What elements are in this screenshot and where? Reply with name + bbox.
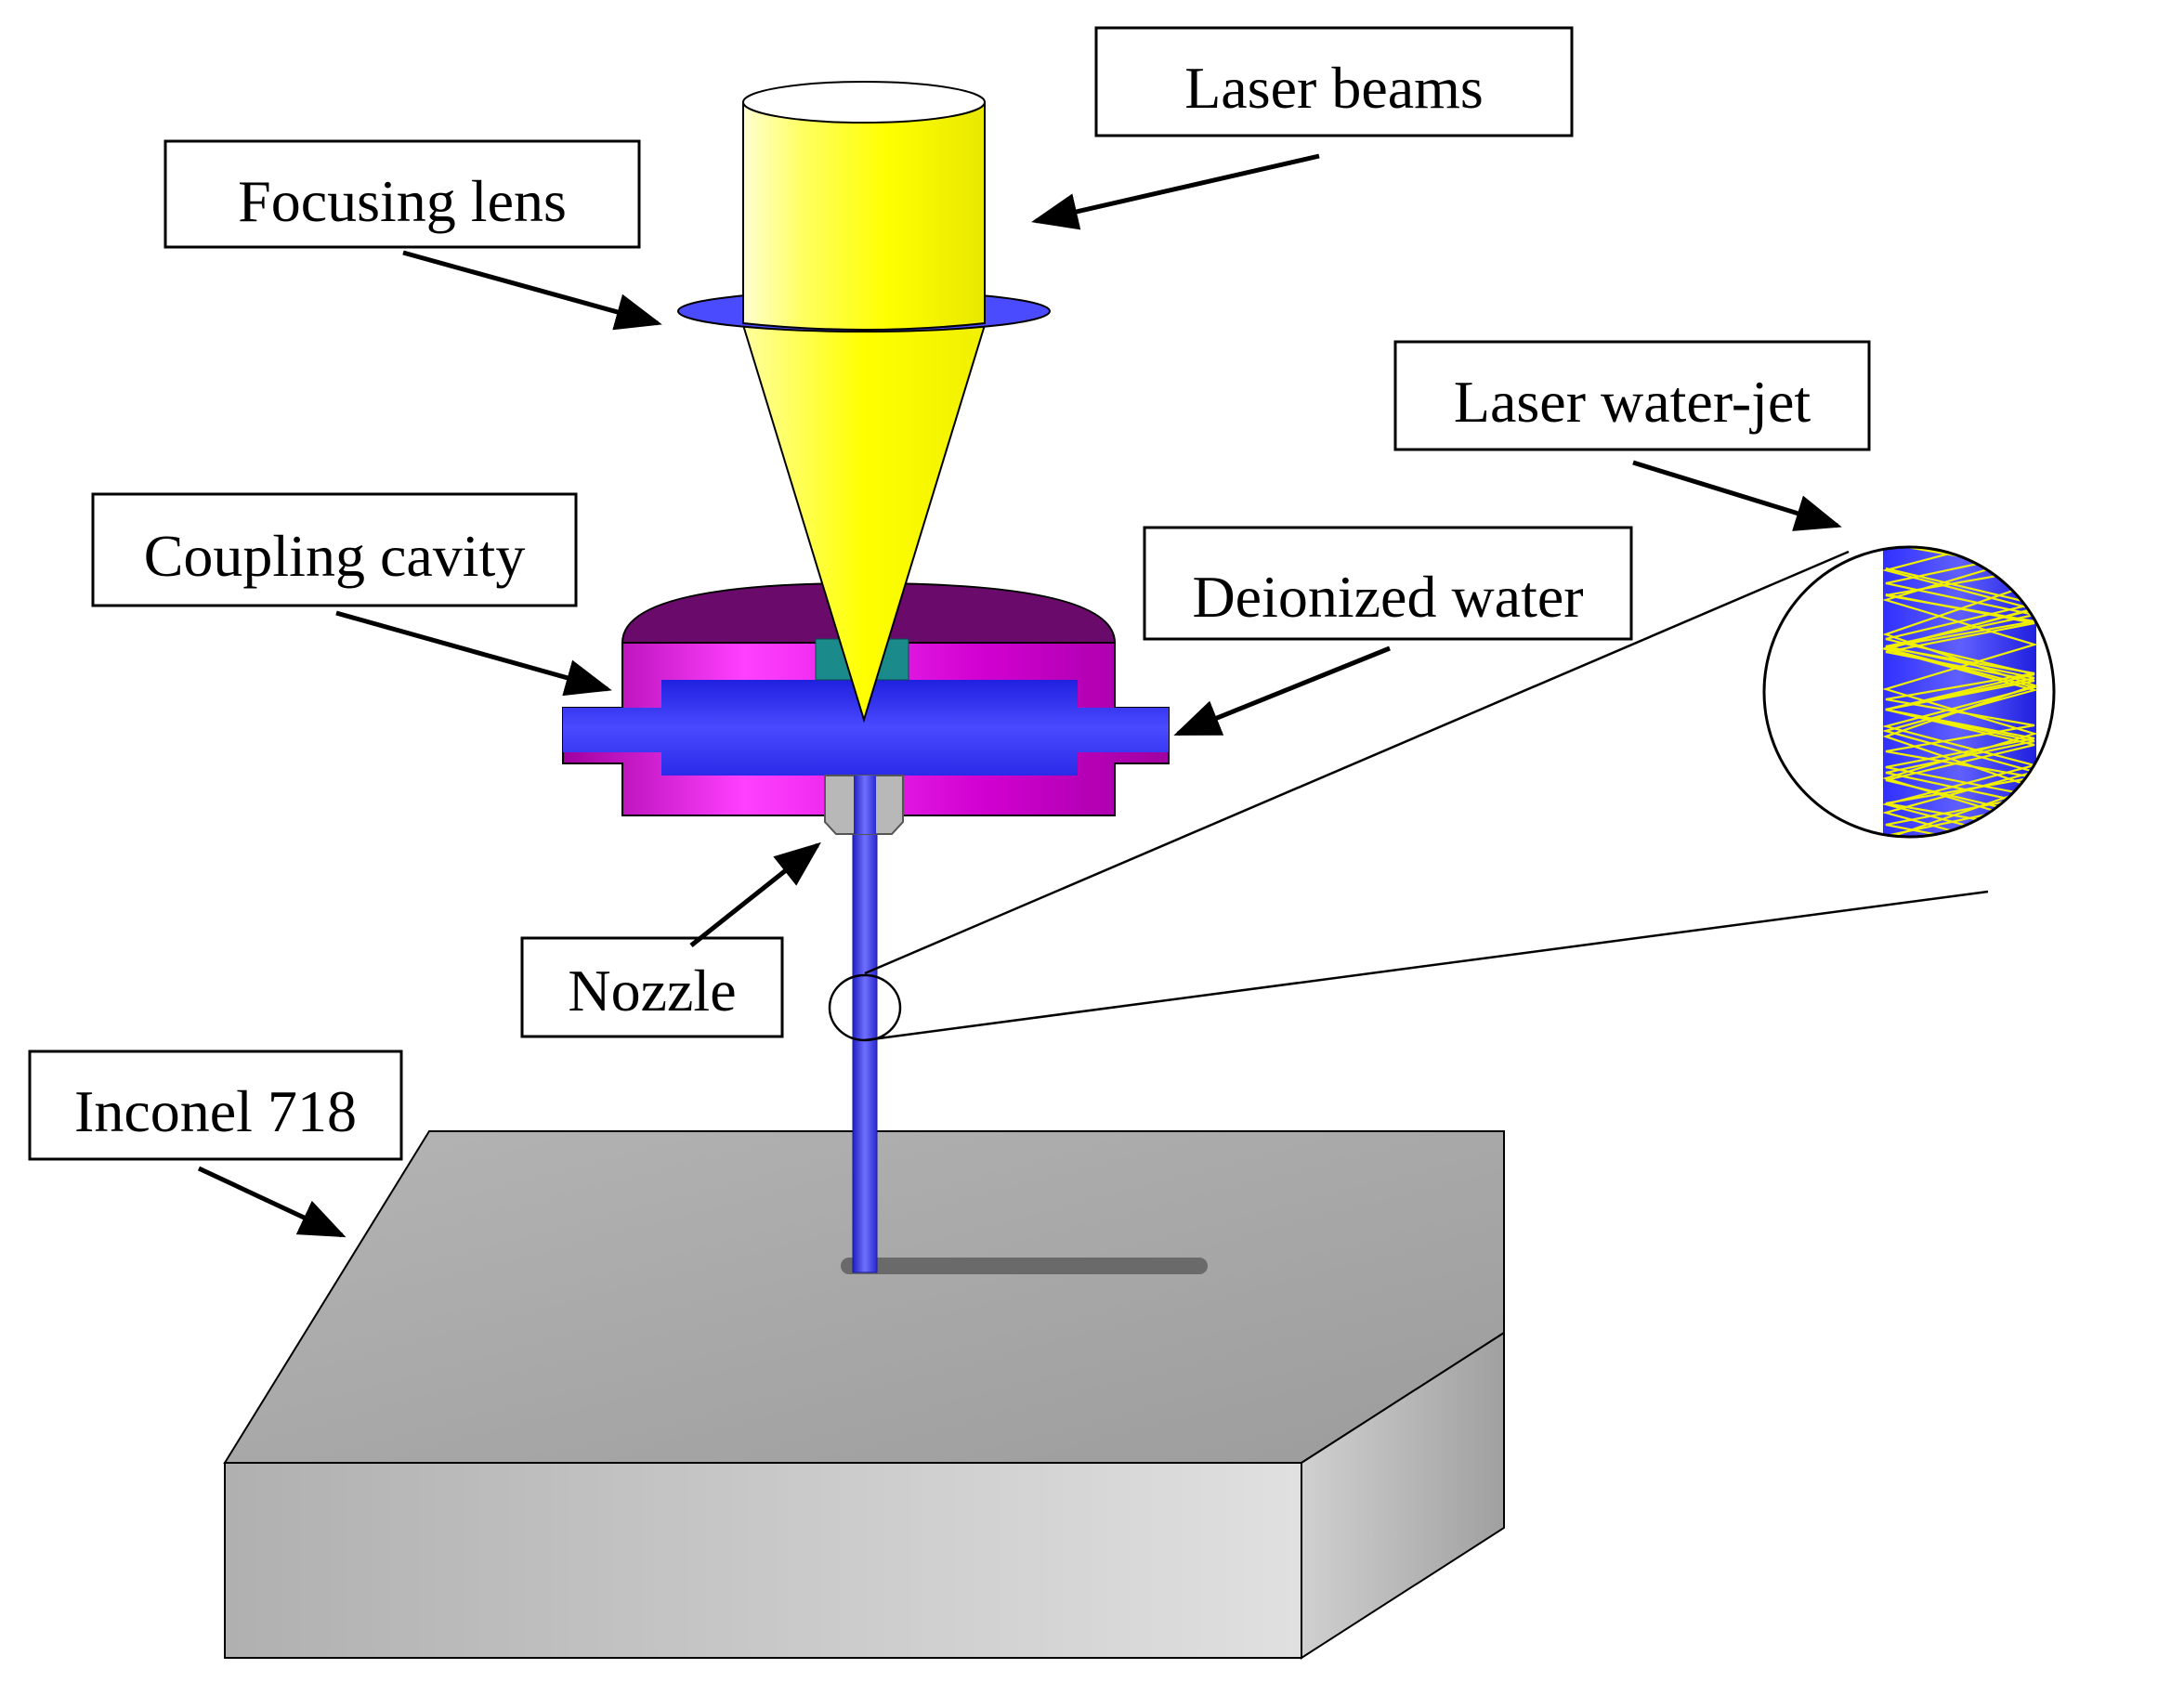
label-inconel-text: Inconel 718 — [74, 1078, 357, 1144]
label-laser-beams: Laser beams — [1094, 26, 1574, 137]
water-channel — [563, 680, 1169, 776]
coupling-cavity — [562, 581, 1170, 835]
jet-zoom-detail — [1762, 545, 2056, 839]
arrow-nozzle — [689, 841, 821, 947]
label-coupling-cavity: Coupling cavity — [91, 492, 578, 607]
zoom-line-bottom — [864, 890, 1989, 1042]
laser-beam-cylinder — [742, 81, 986, 331]
label-nozzle: Nozzle — [520, 936, 784, 1038]
label-deionized-water: Deionized water — [1143, 526, 1633, 641]
arrow-focusing-lens — [402, 250, 662, 331]
label-focusing-lens: Focusing lens — [163, 139, 641, 249]
label-laser-water-jet: Laser water-jet — [1393, 340, 1871, 451]
water-jet — [852, 765, 878, 1273]
reflection-ray — [1882, 554, 2038, 837]
arrow-coupling-cavity — [335, 610, 612, 697]
label-nozzle-text: Nozzle — [568, 958, 736, 1024]
zoom-line-top — [864, 550, 1850, 975]
arrow-deionized-water — [1173, 645, 1391, 737]
reflection-ray — [1881, 547, 2039, 837]
reflection-ray — [1885, 567, 2035, 837]
nozzle-bore — [854, 776, 876, 834]
reflection-ray — [1881, 606, 2039, 837]
label-coupling-cavity-text: Coupling cavity — [144, 523, 526, 589]
cut-groove — [841, 1258, 1208, 1274]
arrow-inconel — [197, 1166, 347, 1238]
label-deionized-water-text: Deionized water — [1192, 564, 1583, 630]
reflection-ray — [1885, 593, 2035, 837]
label-inconel: Inconel 718 — [28, 1050, 403, 1161]
workpiece-front-face — [224, 1462, 1302, 1659]
label-laser-beams-text: Laser beams — [1184, 55, 1484, 121]
label-focusing-lens-text: Focusing lens — [238, 168, 567, 234]
label-laser-water-jet-text: Laser water-jet — [1454, 369, 1811, 435]
arrow-laser-water-jet — [1632, 460, 1842, 531]
inconel-workpiece — [223, 1130, 1505, 1660]
workpiece-side-face — [1301, 1331, 1505, 1660]
arrow-laser-beams — [1031, 153, 1320, 230]
